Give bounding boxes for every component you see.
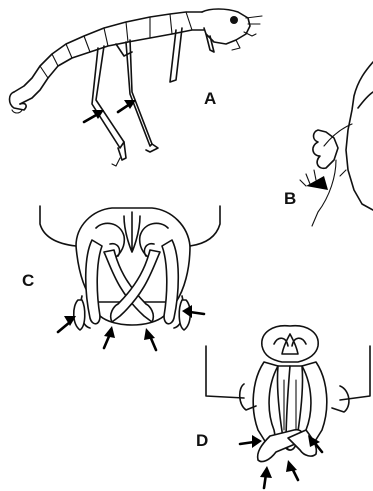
arrow-a-2 — [118, 100, 136, 112]
insect-body — [10, 12, 205, 113]
arrow-a-1 — [84, 110, 104, 122]
arrow-c-1 — [58, 316, 76, 332]
panel-b: B — [284, 62, 373, 226]
panel-label-b: B — [284, 189, 296, 208]
arrow-d-3 — [260, 466, 272, 488]
insect-head — [202, 9, 262, 50]
body-fragment — [312, 62, 373, 226]
panel-label-d: D — [196, 431, 208, 450]
mouthparts-d — [253, 362, 327, 462]
compound-eye — [230, 16, 238, 24]
panel-d: D — [196, 326, 370, 488]
arrow-c-3 — [144, 328, 156, 350]
arrow-d-1 — [240, 435, 262, 448]
mouthparts-c — [74, 240, 191, 330]
tuft-marker — [300, 170, 328, 190]
panel-a: A — [10, 9, 263, 166]
arrow-d-4 — [286, 460, 298, 480]
panel-c: C — [22, 206, 220, 350]
panel-label-c: C — [22, 271, 34, 290]
insect-legs — [92, 28, 214, 166]
panel-label-a: A — [204, 89, 216, 108]
arrow-c-2 — [104, 326, 115, 348]
